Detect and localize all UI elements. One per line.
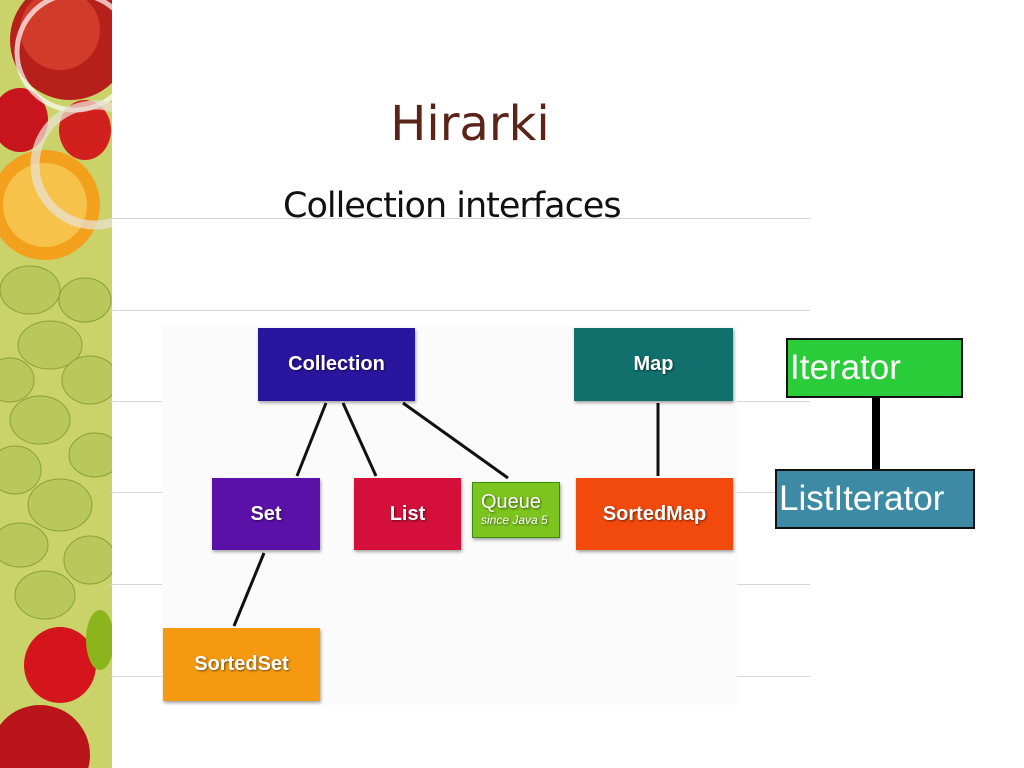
queue-label: Queue	[481, 491, 542, 513]
iterator-label: Iterator	[790, 348, 901, 387]
sortedset-node: SortedSet	[163, 628, 320, 701]
sortedmap-node: SortedMap	[576, 478, 733, 550]
set-node: Set	[212, 478, 320, 550]
iterator-box: Iterator	[786, 338, 963, 398]
diagram-heading: Collection interfaces	[283, 186, 622, 226]
map-node: Map	[574, 328, 733, 401]
collection-node: Collection	[258, 328, 415, 401]
queue-node: Queue since Java 5	[472, 482, 560, 538]
ruled-line	[110, 218, 810, 219]
ruled-line	[110, 310, 810, 311]
slide-title: Hirarki	[390, 96, 550, 152]
listiterator-box: ListIterator	[775, 469, 975, 529]
list-node: List	[354, 478, 461, 550]
queue-sublabel: since Java 5	[481, 513, 548, 527]
fruit-decoration-image	[0, 0, 112, 768]
listiterator-label: ListIterator	[779, 479, 945, 518]
